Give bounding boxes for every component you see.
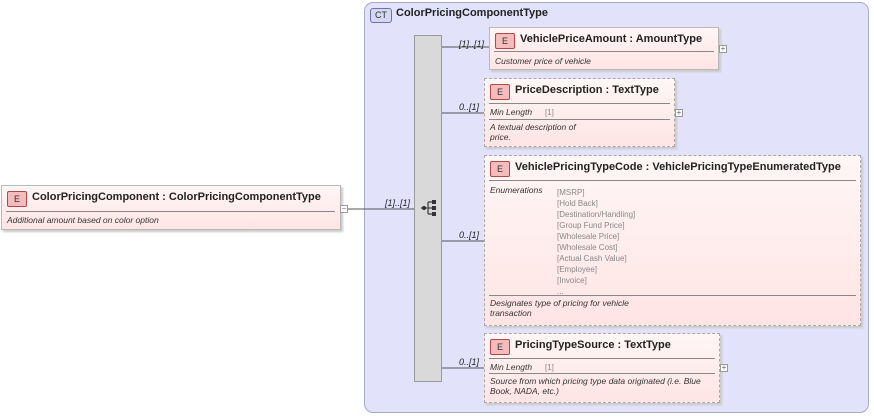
facet-value: [1]: [545, 363, 554, 372]
separator: [494, 51, 714, 52]
facet-label: Min Length: [490, 362, 533, 372]
element-doc-line: Book, NADA, etc.): [490, 386, 559, 396]
element-badge: E: [490, 84, 510, 100]
element-doc-line: A textual description of: [490, 122, 576, 132]
enum-ellipsis: ...: [557, 287, 564, 296]
enum-value: [Group Fund Price]: [557, 221, 625, 230]
element-doc-line: price.: [490, 132, 511, 142]
element-doc: Customer price of vehicle: [495, 56, 591, 66]
root-element-doc: Additional amount based on color option: [7, 215, 159, 225]
element-vehicle-pricing-type-code[interactable]: E VehiclePricingTypeCode : VehiclePricin…: [484, 155, 861, 326]
element-name: VehiclePriceAmount : AmountType: [520, 33, 703, 45]
separator: [489, 180, 856, 181]
separator: [489, 358, 715, 359]
enum-value: [Destination/Handling]: [557, 210, 636, 219]
enumeration-list: [MSRP] [Hold Back] [Destination/Handling…: [557, 187, 635, 297]
expand-toggle[interactable]: +: [675, 108, 683, 117]
element-badge: E: [490, 339, 510, 355]
facet-value: [1]: [545, 108, 554, 117]
facet-label: Enumerations: [490, 185, 543, 195]
element-pricing-type-source[interactable]: E PricingTypeSource : TextType Min Lengt…: [484, 333, 720, 403]
complex-type-badge: CT: [370, 8, 392, 23]
enum-value: [Wholesale Price]: [557, 232, 620, 241]
element-doc-line: Designates type of pricing for vehicle: [490, 298, 629, 308]
enum-value: [Employee]: [557, 265, 598, 274]
element-doc-line: transaction: [490, 308, 532, 318]
child-4-cardinality: 0..[1]: [459, 357, 480, 367]
element-vehicle-price-amount[interactable]: E VehiclePriceAmount : AmountType Custom…: [489, 27, 719, 70]
child-1-cardinality: [1]..[1]: [459, 39, 485, 49]
separator: [489, 103, 670, 104]
facet-label: Min Length: [490, 107, 533, 117]
separator: [6, 211, 335, 212]
root-element-name: ColorPricingComponent : ColorPricingComp…: [32, 191, 321, 203]
expand-toggle[interactable]: +: [719, 44, 727, 53]
child-2-cardinality: 0..[1]: [459, 102, 480, 112]
separator: [489, 373, 715, 374]
expand-toggle[interactable]: +: [720, 363, 728, 372]
element-badge: E: [490, 161, 510, 177]
separator: [489, 295, 856, 296]
child-3-cardinality: 0..[1]: [459, 230, 480, 240]
separator: [489, 119, 670, 120]
root-cardinality: [1]..[1]: [385, 198, 411, 208]
element-badge: E: [7, 191, 27, 207]
element-name: VehiclePricingTypeCode : VehiclePricingT…: [515, 161, 841, 173]
collapse-toggle[interactable]: −: [340, 204, 348, 213]
root-element-box[interactable]: E ColorPricingComponent : ColorPricingCo…: [1, 185, 341, 230]
enum-value: [Actual Cash Value]: [557, 254, 627, 263]
element-name: PricingTypeSource : TextType: [515, 339, 671, 351]
element-price-description[interactable]: E PriceDescription : TextType Min Length…: [484, 78, 675, 147]
sequence-icon: [421, 200, 436, 216]
element-badge: E: [495, 33, 515, 49]
enum-value: [Invoice]: [557, 276, 587, 285]
enum-value: [MSRP]: [557, 188, 585, 197]
enum-value: [Wholesale Cost]: [557, 243, 618, 252]
element-name: PriceDescription : TextType: [515, 84, 659, 96]
complex-type-title: ColorPricingComponentType: [396, 7, 548, 19]
enum-value: [Hold Back]: [557, 199, 598, 208]
element-doc-line: Source from which pricing type data orig…: [490, 376, 701, 386]
